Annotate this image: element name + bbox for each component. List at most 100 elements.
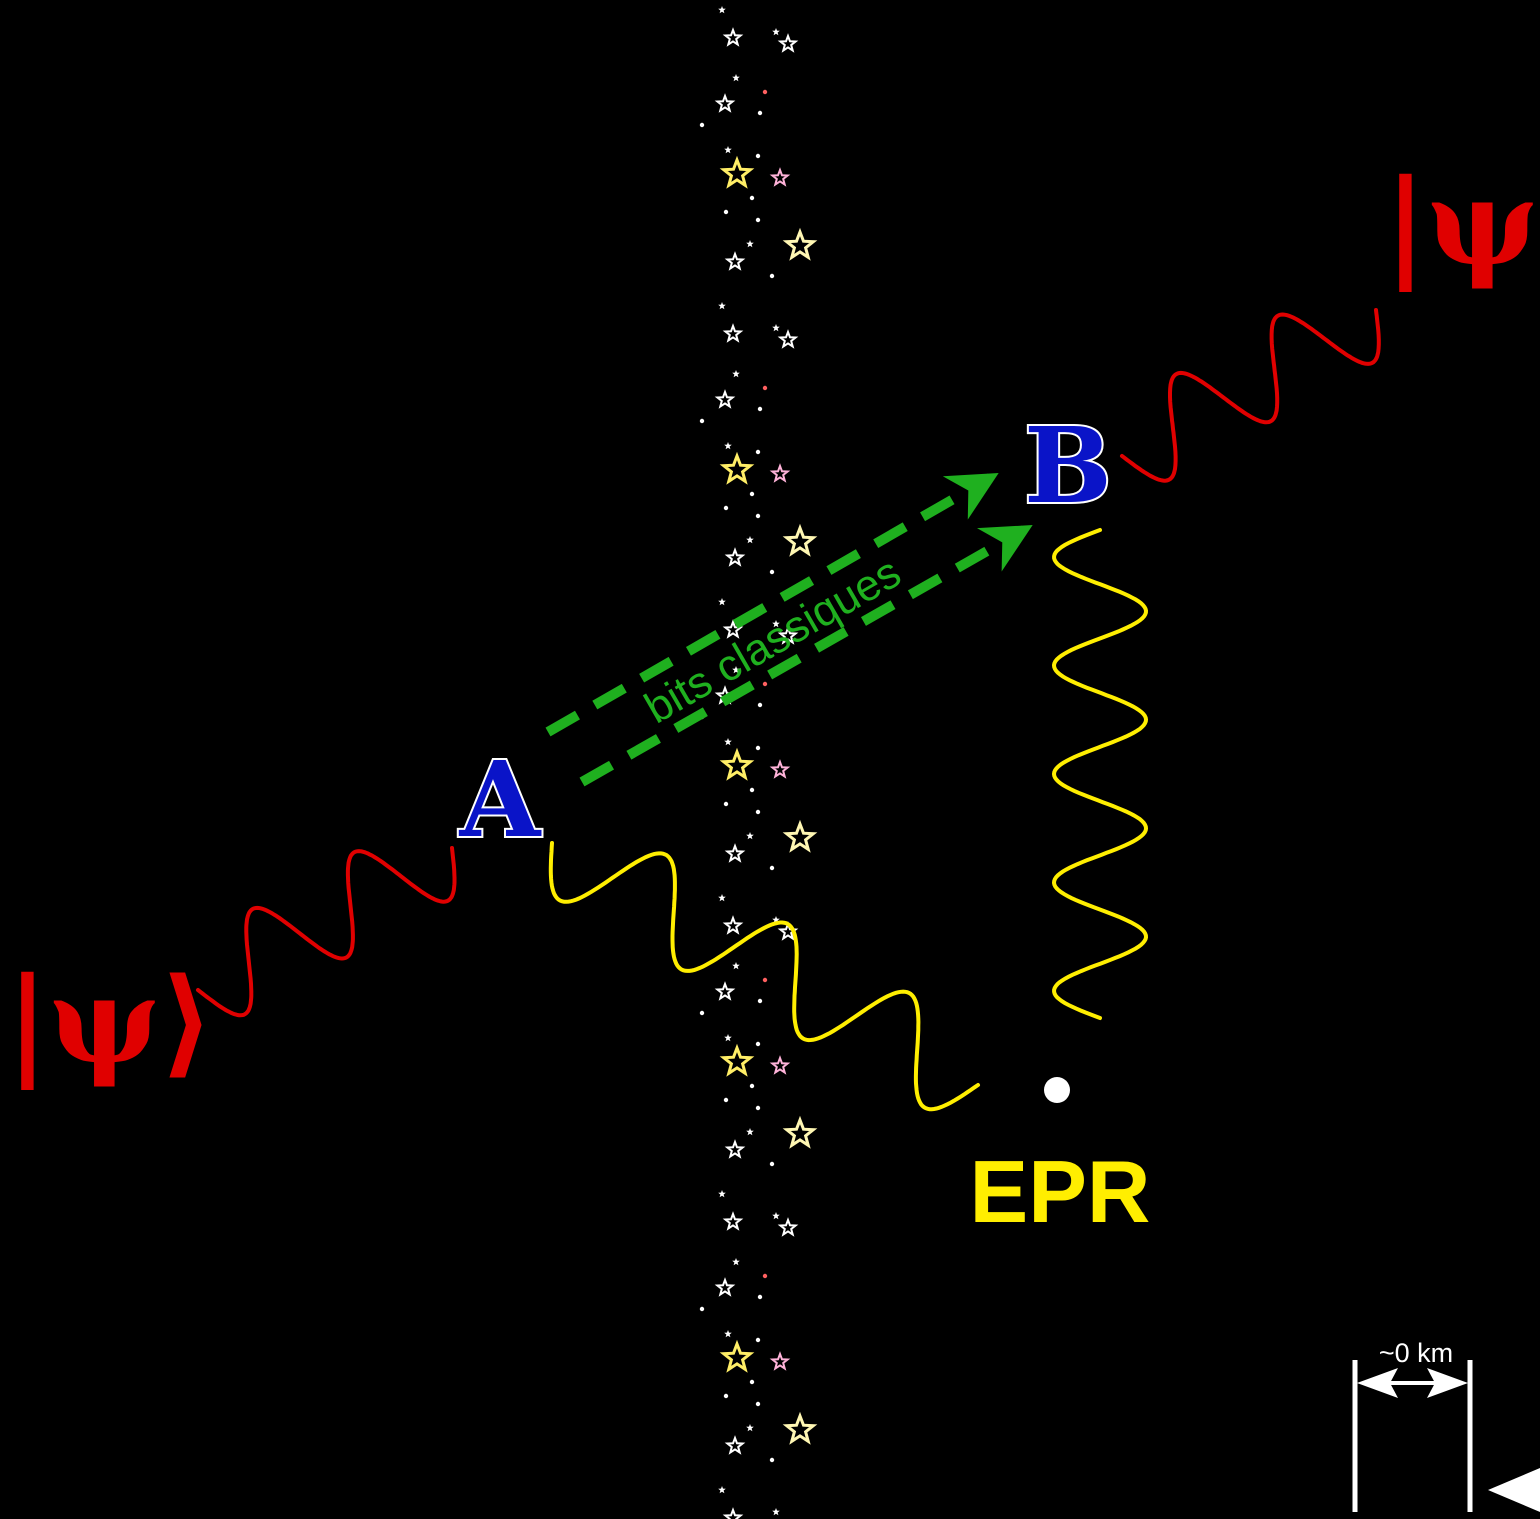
- star-icon: [772, 28, 780, 36]
- star-dot-icon: [769, 1161, 775, 1167]
- star-icon: [782, 819, 818, 853]
- star-dot-icon: [757, 702, 763, 708]
- star-icon: [732, 962, 740, 970]
- star-icon: [746, 1424, 754, 1432]
- quantum-state-wave-in: [196, 846, 457, 1018]
- classical-bits-arrow-lower: [579, 525, 1033, 787]
- star-dot-icon: [749, 1083, 755, 1089]
- star-icon: [719, 747, 755, 781]
- star-dot-icon: [723, 1393, 729, 1399]
- star-icon: [724, 442, 732, 450]
- star-icon: [782, 1411, 818, 1445]
- star-field: [699, 6, 818, 1519]
- star-icon: [724, 146, 732, 154]
- star-dot-icon: [755, 1337, 761, 1343]
- double-arrow-icon: [1357, 1368, 1468, 1398]
- quantum-state-wave-out: [1120, 308, 1381, 483]
- star-dot-icon: [755, 449, 761, 455]
- star-dot-icon: [749, 1379, 755, 1385]
- star-dot-icon: [755, 809, 761, 815]
- star-icon: [732, 370, 740, 378]
- star-icon: [724, 547, 746, 567]
- star-icon: [772, 324, 780, 332]
- star-dot-icon: [723, 801, 729, 807]
- star-dot-icon: [762, 681, 768, 687]
- star-dot-icon: [749, 787, 755, 793]
- star-icon: [718, 302, 726, 310]
- star-icon: [777, 1217, 799, 1237]
- star-icon: [777, 329, 799, 349]
- star-icon: [724, 251, 746, 271]
- star-icon: [718, 598, 726, 606]
- star-dot-icon: [757, 406, 763, 412]
- star-dot-icon: [755, 513, 761, 519]
- star-dot-icon: [757, 110, 763, 116]
- star-icon: [719, 155, 755, 189]
- star-dot-icon: [749, 195, 755, 201]
- star-icon: [724, 1330, 732, 1338]
- star-icon: [724, 1435, 746, 1455]
- star-icon: [777, 625, 799, 645]
- epr-source-dot-icon: [1044, 1077, 1070, 1103]
- classical-bits-arrow-upper: [545, 473, 999, 737]
- star-icon: [722, 1211, 744, 1231]
- star-icon: [722, 1507, 744, 1519]
- star-icon: [732, 1258, 740, 1266]
- star-icon: [732, 74, 740, 82]
- star-dot-icon: [755, 745, 761, 751]
- star-dot-icon: [699, 122, 705, 128]
- star-icon: [714, 93, 736, 113]
- star-icon: [714, 389, 736, 409]
- star-icon: [714, 1277, 736, 1297]
- scale-bar: [1352, 1360, 1540, 1512]
- scale-pointer-icon: [1488, 1468, 1540, 1512]
- star-dot-icon: [762, 977, 768, 983]
- star-icon: [718, 1190, 726, 1198]
- star-icon: [772, 1508, 780, 1516]
- star-dot-icon: [749, 491, 755, 497]
- star-icon: [746, 240, 754, 248]
- star-icon: [772, 620, 780, 628]
- node-b-label: B: [1024, 404, 1112, 527]
- star-dot-icon: [699, 1010, 705, 1016]
- star-dot-icon: [755, 153, 761, 159]
- star-icon: [746, 536, 754, 544]
- star-icon: [718, 894, 726, 902]
- star-icon: [772, 1212, 780, 1220]
- star-icon: [719, 1043, 755, 1077]
- star-icon: [769, 1351, 791, 1371]
- star-icon: [714, 981, 736, 1001]
- star-icon: [732, 666, 740, 674]
- star-dot-icon: [769, 273, 775, 279]
- star-icon: [769, 167, 791, 187]
- epr-source-label: EPR: [970, 1142, 1151, 1241]
- star-dot-icon: [723, 209, 729, 215]
- star-dot-icon: [769, 1457, 775, 1463]
- star-icon: [722, 915, 744, 935]
- star-icon: [724, 843, 746, 863]
- star-dot-icon: [699, 418, 705, 424]
- star-icon: [777, 33, 799, 53]
- star-dot-icon: [699, 1306, 705, 1312]
- star-dot-icon: [723, 505, 729, 511]
- star-icon: [722, 27, 744, 47]
- star-icon: [724, 1034, 732, 1042]
- star-icon: [782, 1115, 818, 1149]
- star-icon: [769, 463, 791, 483]
- psi-output-label: |ψ⟩: [1384, 153, 1540, 292]
- star-dot-icon: [755, 1105, 761, 1111]
- star-icon: [782, 227, 818, 261]
- star-icon: [719, 451, 755, 485]
- star-dot-icon: [762, 89, 768, 95]
- entangled-photon-wave-to-b: [1051, 528, 1149, 1020]
- psi-input-label: |ψ⟩: [6, 951, 214, 1090]
- star-dot-icon: [723, 1097, 729, 1103]
- star-dot-icon: [769, 569, 775, 575]
- star-icon: [746, 1128, 754, 1136]
- star-icon: [719, 1339, 755, 1373]
- star-icon: [782, 523, 818, 557]
- star-dot-icon: [762, 1273, 768, 1279]
- scale-distance-label: ~0 km: [1379, 1338, 1453, 1368]
